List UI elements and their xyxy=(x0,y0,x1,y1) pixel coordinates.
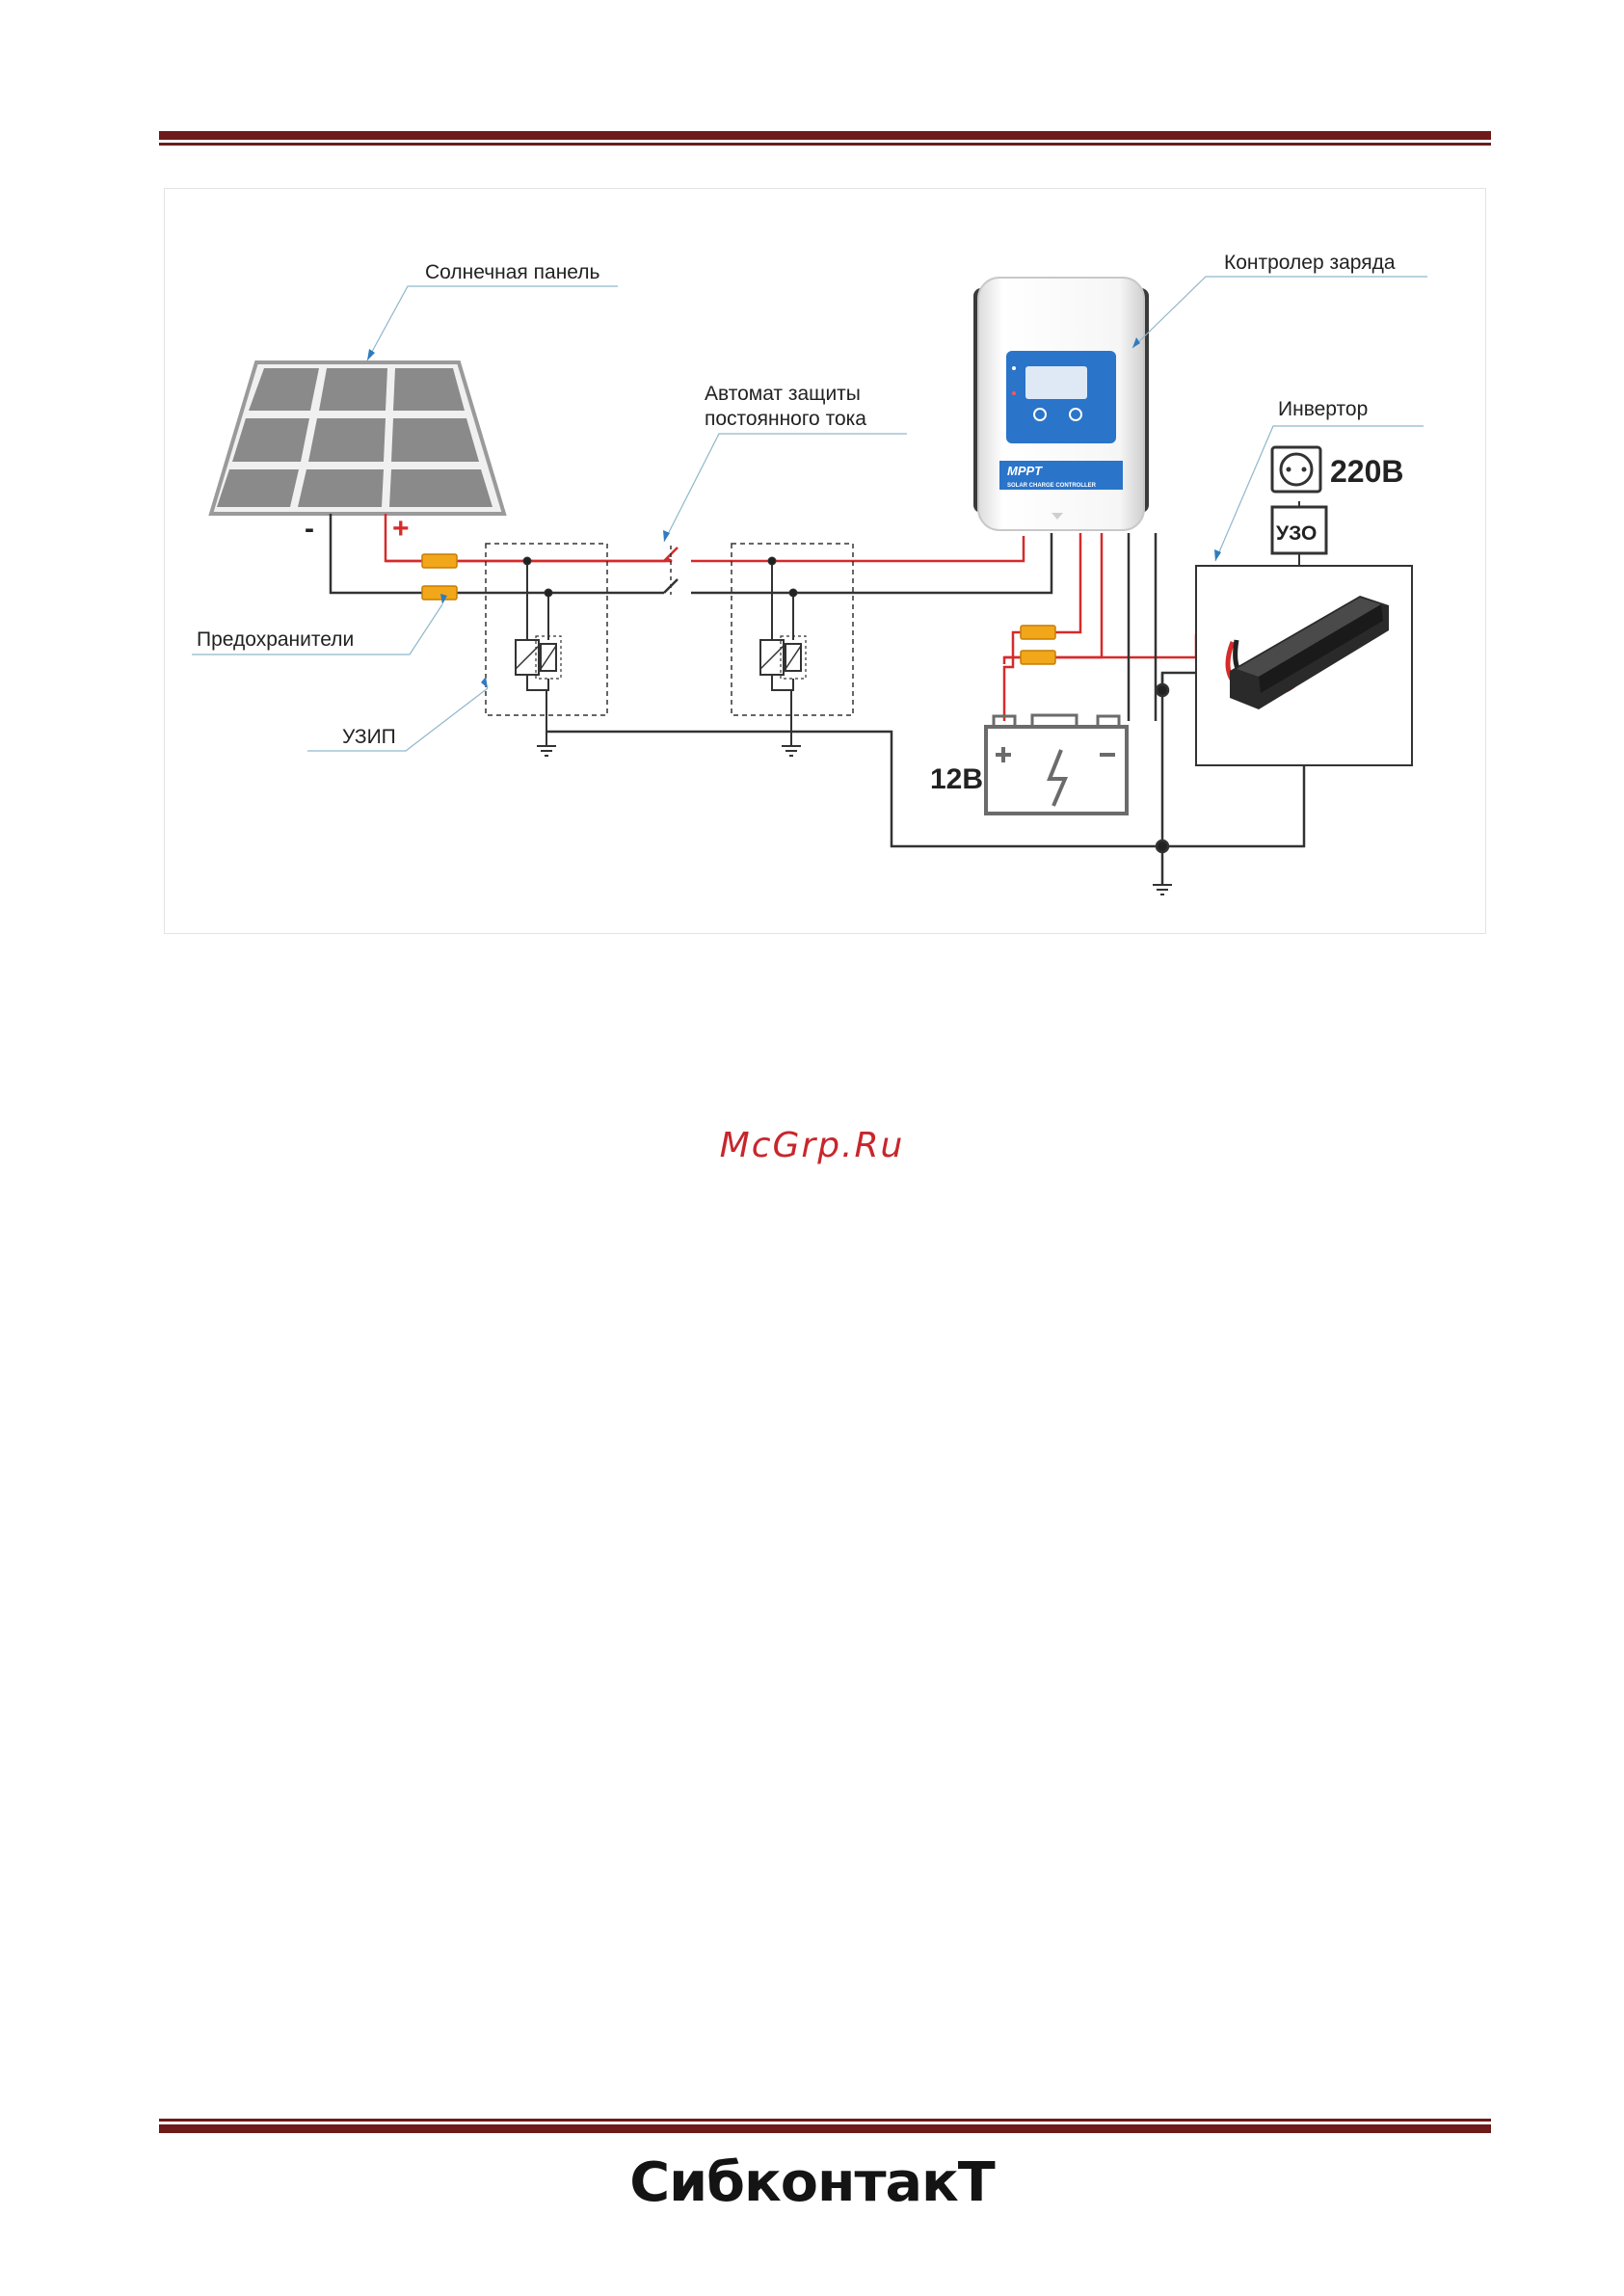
dc-breaker xyxy=(664,546,678,595)
header-rule xyxy=(159,131,1491,146)
inverter-label: Инвертор xyxy=(1278,398,1368,420)
spd-pointer xyxy=(307,688,488,751)
rcd-label: УЗО xyxy=(1276,522,1317,545)
wiring-diagram: - + xyxy=(164,188,1486,934)
inverter xyxy=(1196,566,1412,765)
controller-pointer xyxy=(1132,277,1427,348)
battery xyxy=(986,715,1127,814)
socket-icon xyxy=(1272,447,1320,492)
spd-label: УЗИП xyxy=(342,726,396,748)
breaker-pointer xyxy=(664,434,907,542)
panel-fuses xyxy=(422,554,457,600)
charge-controller-label: Контролер заряда xyxy=(1224,252,1396,274)
earth-symbol xyxy=(1153,885,1172,894)
spd-box-right xyxy=(732,544,853,756)
battery-voltage: 12В xyxy=(930,763,983,795)
negative-wire-after-breaker xyxy=(691,533,1052,593)
dc-breaker-label-line1: Автомат защиты xyxy=(705,383,861,405)
fuses-label: Предохранители xyxy=(197,628,354,651)
watermark: McGrp.Ru xyxy=(0,1126,1624,1165)
company-logo: СибконтакТ xyxy=(0,2151,1624,2214)
spd-box-left xyxy=(486,544,607,756)
controller-subtitle: SOLAR CHARGE CONTROLLER xyxy=(1007,483,1097,489)
controller-brand: MPPT xyxy=(1007,464,1043,478)
charge-controller: MPPT SOLAR CHARGE CONTROLLER xyxy=(973,278,1149,530)
dc-breaker-label-line2: постоянного тока xyxy=(705,408,866,430)
ground-bus xyxy=(546,673,1162,846)
ac-voltage: 220В xyxy=(1330,454,1404,489)
negative-wire-panel xyxy=(331,514,664,593)
panel-plus-label: + xyxy=(392,513,410,545)
solar-panel xyxy=(211,362,504,514)
solar-panel-label: Солнечная панель xyxy=(425,261,600,283)
footer-rule xyxy=(159,2119,1491,2133)
panel-minus-label: - xyxy=(305,513,314,545)
solar-panel-pointer xyxy=(367,286,618,360)
inverter-ground xyxy=(1162,765,1304,846)
battery-fuses xyxy=(1021,626,1055,664)
positive-wire-after-breaker xyxy=(691,536,1024,561)
